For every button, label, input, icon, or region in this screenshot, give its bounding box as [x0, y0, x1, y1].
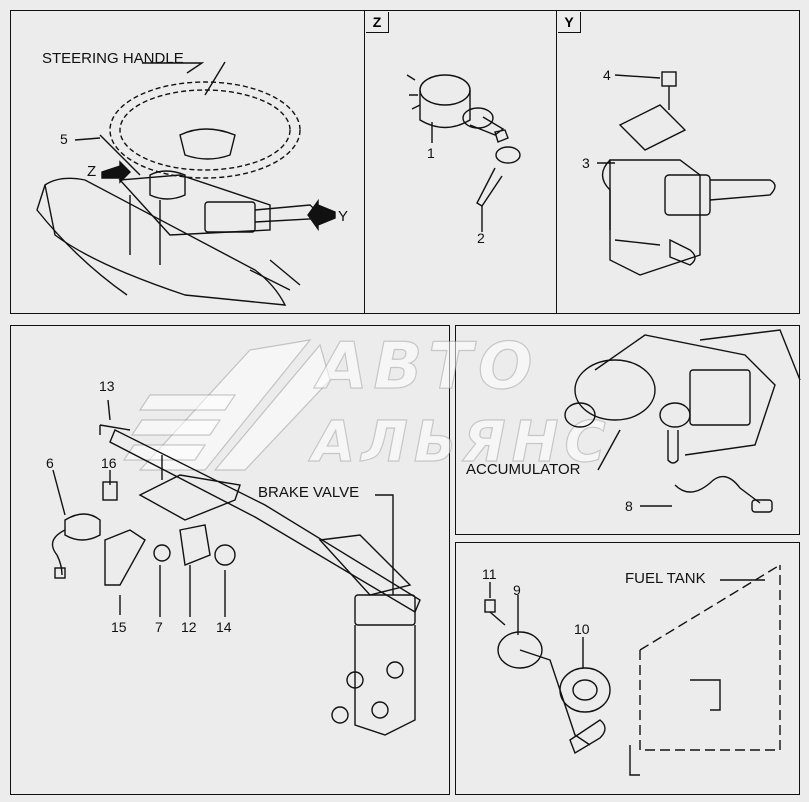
lever-assembly-drawing — [601, 71, 776, 276]
label-accumulator: ACCUMULATOR — [466, 461, 581, 478]
callout-15: 15 — [111, 619, 127, 635]
callout-3: 3 — [582, 155, 590, 171]
accumulator-drawing — [564, 329, 801, 513]
callout-6: 6 — [46, 455, 54, 471]
brake-switch-drawing — [51, 481, 236, 586]
panel-z — [364, 10, 558, 314]
steering-wheel-drawing — [36, 81, 315, 306]
label-fuel-tank: FUEL TANK — [625, 570, 706, 587]
panel-y — [556, 10, 800, 314]
watermark-text-1: АВТО — [317, 329, 539, 404]
panel-fuel-tank — [455, 542, 800, 795]
callout-10: 10 — [574, 621, 590, 637]
callout-4: 4 — [603, 67, 611, 83]
callout-13: 13 — [99, 378, 115, 394]
panel-steering — [10, 10, 366, 314]
watermark-text-2: АЛЬЯНС — [311, 409, 612, 475]
label-arrow-y: Y — [338, 208, 349, 225]
callout-9: 9 — [513, 582, 521, 598]
callout-5: 5 — [60, 131, 68, 147]
label-brake-valve: BRAKE VALVE — [258, 484, 360, 501]
key-switch-drawing — [406, 74, 521, 207]
callout-1: 1 — [427, 145, 435, 161]
label-steering-handle: STEERING HANDLE — [42, 50, 184, 67]
fuel-tank-drawing — [484, 564, 781, 776]
panel-y-tag: Y — [558, 12, 581, 33]
callout-7: 7 — [155, 619, 163, 635]
callout-11: 11 — [482, 566, 497, 582]
callout-2: 2 — [477, 230, 485, 246]
label-arrow-z: Z — [87, 163, 97, 180]
callout-12: 12 — [181, 619, 197, 635]
panel-z-tag: Z — [366, 12, 389, 33]
callout-8: 8 — [625, 498, 633, 514]
panel-accumulator — [455, 325, 800, 535]
callout-14: 14 — [216, 619, 232, 635]
callout-16: 16 — [101, 455, 117, 471]
brake-pedal-drawing — [99, 424, 421, 736]
